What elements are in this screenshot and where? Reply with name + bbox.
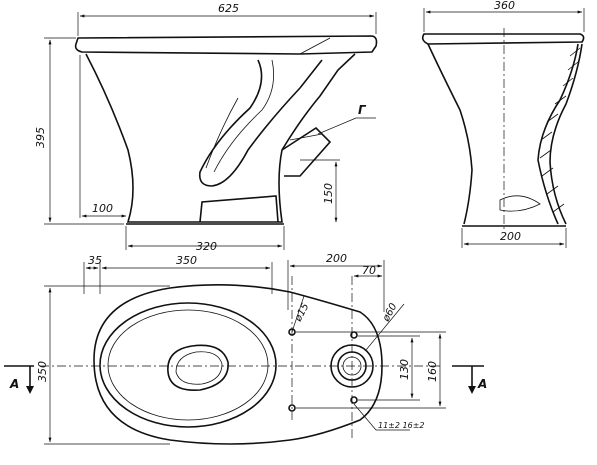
plan-bowl-opening [167, 344, 229, 391]
dim-side-outlet-offset: 100 [92, 202, 113, 215]
side-trap [198, 59, 323, 187]
bolt-hole-br [350, 396, 358, 404]
front-bowl-outer [427, 43, 473, 225]
dim-side-length: 625 [218, 2, 239, 15]
plan-view: 35 350 200 70 ø15 ø60 130 160 350 11±2 1… [4, 252, 487, 445]
dim-side-outlet-height: 150 [322, 183, 335, 204]
section-label-left: A [9, 377, 19, 391]
dim-plan-350: 350 [176, 254, 197, 267]
side-seat-rim [74, 35, 378, 55]
plan-seat-ring [99, 302, 277, 428]
side-bowl-outer [85, 53, 356, 223]
section-label-right: A [477, 377, 487, 391]
dim-plan-130: 130 [398, 359, 411, 380]
dim-plan-hole-dia: ø15 [292, 302, 311, 325]
dim-plan-160: 160 [426, 361, 439, 382]
dim-front-base: 200 [500, 230, 521, 243]
front-view: 360 200 [421, 0, 585, 248]
dim-plan-width: 350 [36, 361, 49, 382]
dim-plan-tolerance: 11±2 16±2 [378, 421, 425, 430]
side-view: 625 395 100 320 150 Г [34, 2, 378, 253]
dim-plan-35: 35 [88, 254, 102, 267]
front-seat [421, 33, 585, 45]
dim-side-height: 395 [34, 127, 47, 148]
dim-plan-70: 70 [362, 264, 376, 277]
dim-plan-200: 200 [326, 252, 347, 265]
outlet-label-g: Г [358, 103, 367, 117]
dim-side-base: 320 [196, 240, 217, 253]
dim-front-width: 360 [494, 0, 515, 12]
side-outlet [281, 126, 332, 177]
